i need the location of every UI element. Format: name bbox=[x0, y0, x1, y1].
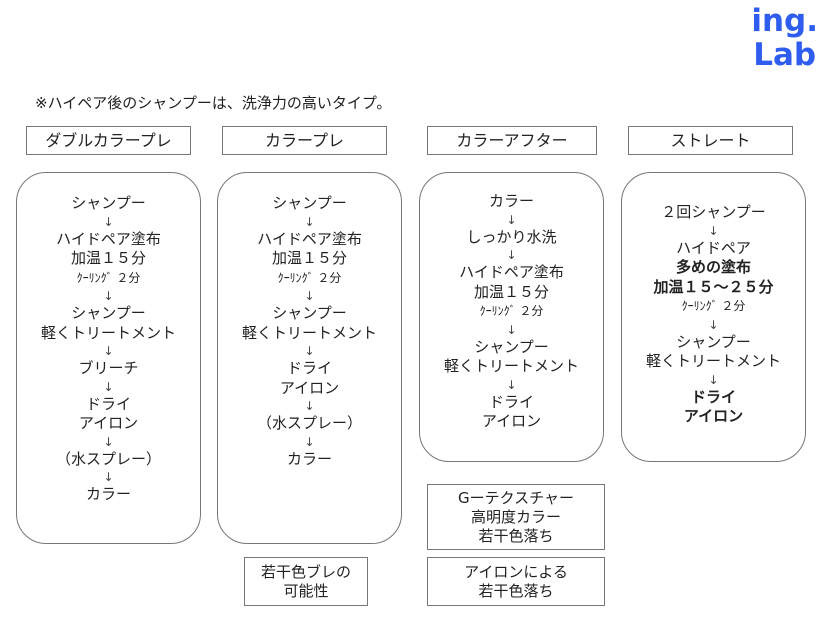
step: ドライ bbox=[690, 387, 736, 406]
step: ハイドペア塗布 bbox=[459, 263, 564, 281]
step: ブリーチ bbox=[78, 359, 139, 377]
arrow-down-icon: ↓ bbox=[304, 344, 315, 358]
step: （水スプレー） bbox=[256, 414, 362, 432]
step: 加温１５～２５分 bbox=[653, 277, 774, 296]
arrow-down-icon: ↓ bbox=[708, 372, 719, 387]
note-line: アイロンによる bbox=[464, 562, 568, 581]
step: 多めの塗布 bbox=[675, 258, 751, 276]
step: 軽くトリートメント bbox=[645, 352, 781, 370]
step: ハイドペア塗布 bbox=[56, 229, 161, 248]
arrow-down-icon: ↓ bbox=[506, 377, 517, 392]
shampoo-note: ※ハイペア後のシャンプーは、洗浄力の高いタイプ。 bbox=[35, 94, 392, 112]
arrow-down-icon: ↓ bbox=[304, 399, 315, 413]
note-line: 若干色落ち bbox=[478, 581, 554, 600]
note-line: 高明度カラー bbox=[470, 507, 561, 526]
step: 加温１５分 bbox=[70, 249, 146, 267]
arrow-down-icon: ↓ bbox=[506, 248, 517, 262]
step: シャンプー bbox=[272, 304, 347, 322]
step: シャンプー bbox=[676, 332, 751, 351]
logo-line2: Lab bbox=[753, 37, 817, 73]
arrow-down-icon: ↓ bbox=[103, 470, 114, 484]
step: カラー bbox=[85, 485, 131, 503]
note-box-color-shift: 若干色ブレの 可能性 bbox=[244, 557, 368, 606]
step: 加温１５分 bbox=[473, 282, 549, 301]
note-box-iron-fade: アイロンによる 若干色落ち bbox=[427, 557, 605, 606]
step: カラー bbox=[488, 192, 534, 210]
arrow-down-icon: ↓ bbox=[103, 434, 114, 449]
note-line: 若干色落ち bbox=[478, 526, 554, 545]
flow-double-color-pre: シャンプー ↓ ハイドペア塗布 加温１５分 ｸｰﾘﾝｸﾞ ２分 ↓ シャンプー … bbox=[16, 172, 201, 544]
step: シャンプー bbox=[272, 194, 347, 212]
step: ドライ bbox=[488, 392, 534, 411]
step: 軽くトリートメント bbox=[40, 323, 176, 342]
step: ドライ bbox=[85, 394, 131, 413]
step: 軽くトリートメント bbox=[443, 357, 579, 375]
step: ハイドペア bbox=[676, 238, 751, 257]
arrow-down-icon: ↓ bbox=[103, 289, 114, 303]
step: アイロン bbox=[481, 412, 542, 430]
step: 加温１５分 bbox=[271, 249, 347, 267]
arrow-down-icon: ↓ bbox=[304, 434, 315, 449]
step: ｸｰﾘﾝｸﾞ ２分 bbox=[681, 299, 746, 313]
logo-line1: ing. bbox=[751, 3, 818, 39]
step: 軽くトリートメント bbox=[241, 323, 377, 342]
header-color-after: カラーアフター bbox=[427, 126, 597, 155]
arrow-down-icon: ↓ bbox=[708, 317, 719, 332]
step: アイロン bbox=[78, 414, 139, 432]
step: アイロン bbox=[279, 378, 340, 397]
arrow-down-icon: ↓ bbox=[506, 322, 517, 337]
arrow-down-icon: ↓ bbox=[708, 223, 719, 238]
step: しっかり水洗 bbox=[466, 227, 557, 246]
header-color-pre: カラープレ bbox=[222, 126, 387, 155]
step: シャンプー bbox=[71, 304, 146, 322]
flow-color-after: カラー ↓ しっかり水洗 ↓ ハイドペア塗布 加温１５分 ｸｰﾘﾝｸﾞ ２分 ↓… bbox=[419, 172, 604, 462]
step: ハイドペア塗布 bbox=[257, 229, 362, 248]
ing-lab-logo: ing. Lab bbox=[751, 4, 818, 72]
flow-color-pre: シャンプー ↓ ハイドペア塗布 加温１５分 ｸｰﾘﾝｸﾞ ２分 ↓ シャンプー … bbox=[217, 172, 402, 544]
step: ドライ bbox=[286, 359, 332, 377]
step: シャンプー bbox=[474, 337, 549, 356]
note-line: 可能性 bbox=[283, 581, 329, 600]
header-straight: ストレート bbox=[628, 126, 793, 155]
step: アイロン bbox=[683, 407, 744, 425]
step: （水スプレー） bbox=[55, 449, 161, 468]
arrow-down-icon: ↓ bbox=[103, 379, 114, 394]
header-double-color-pre: ダブルカラープレ bbox=[26, 126, 191, 155]
arrow-down-icon: ↓ bbox=[304, 289, 315, 303]
arrow-down-icon: ↓ bbox=[506, 212, 517, 227]
step: シャンプー bbox=[71, 194, 146, 212]
step: ｸｰﾘﾝｸﾞ ２分 bbox=[277, 270, 342, 285]
step: ｸｰﾘﾝｸﾞ ２分 bbox=[479, 304, 544, 318]
arrow-down-icon: ↓ bbox=[103, 214, 114, 229]
arrow-down-icon: ↓ bbox=[304, 214, 315, 229]
note-box-g-texture: Gーテクスチャー 高明度カラー 若干色落ち bbox=[427, 484, 605, 550]
note-line: 若干色ブレの bbox=[260, 562, 351, 581]
note-line: Gーテクスチャー bbox=[457, 488, 575, 507]
step: カラー bbox=[286, 449, 332, 468]
arrow-down-icon: ↓ bbox=[103, 344, 114, 358]
flow-straight: ２回シャンプー ↓ ハイドペア 多めの塗布 加温１５～２５分 ｸｰﾘﾝｸﾞ ２分… bbox=[621, 172, 806, 462]
step: ｸｰﾘﾝｸﾞ ２分 bbox=[76, 270, 141, 285]
step: ２回シャンプー bbox=[661, 203, 766, 221]
